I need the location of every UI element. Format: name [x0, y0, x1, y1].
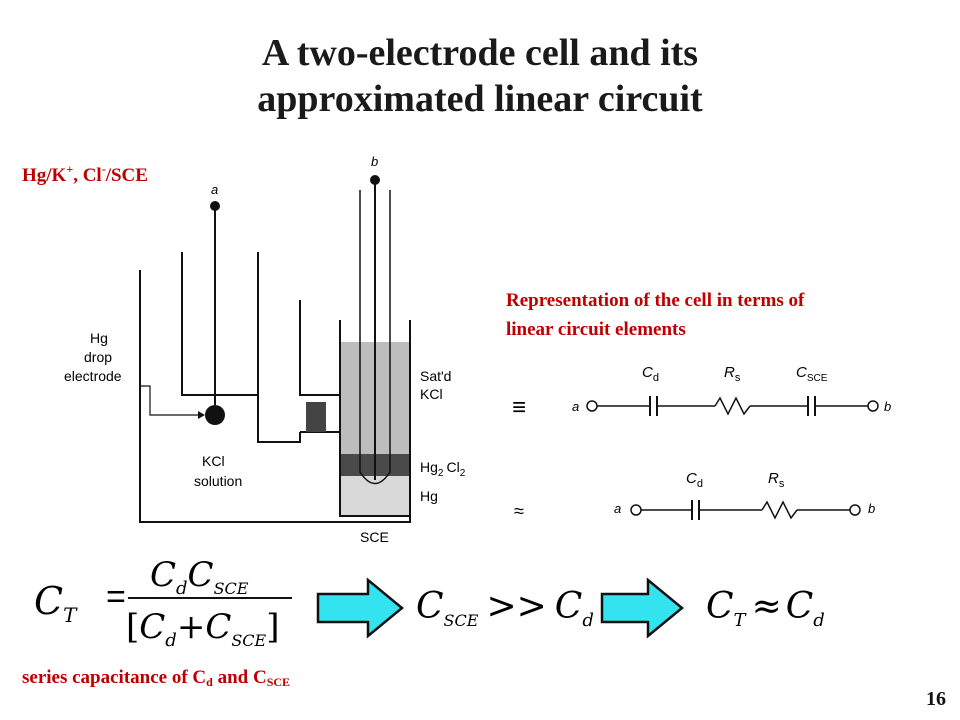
electrode-b-label: b	[371, 154, 378, 169]
drop-label: drop	[84, 349, 112, 365]
arrow-1	[316, 577, 404, 639]
arrow-2	[600, 577, 684, 639]
eq1-denominator: [Cd+CSCE]	[126, 607, 279, 651]
eq1-ct: CT	[34, 579, 78, 627]
series-label-sub-d: d	[206, 675, 213, 689]
series-label-mid: and C	[212, 667, 267, 688]
pointer-arrowhead	[198, 411, 205, 419]
circuit1-node-b	[867, 400, 879, 412]
kcl-label: KCl	[420, 386, 443, 402]
satd-label: Sat'd	[420, 368, 451, 384]
two-electrode-cell-diagram: a b Hg drop electrode KCl solution Sat'd…	[64, 154, 466, 545]
frit	[306, 402, 326, 432]
cell-notation-sup1: +	[66, 162, 74, 176]
terminal-b	[370, 175, 380, 185]
page-number: 16	[926, 688, 946, 710]
electrode-label: electrode	[64, 368, 122, 384]
representation-label: Representation of the cell in terms of l…	[506, 286, 946, 344]
cell-notation-part3: /SCE	[105, 165, 148, 186]
circuit2-node-a	[630, 504, 642, 516]
circuit2-node-b-label: b	[868, 501, 875, 516]
sce-mercury-layer	[340, 476, 410, 516]
title-line-1: A two-electrode cell and its	[261, 32, 699, 74]
circuit1-rs-label: Rs	[724, 364, 741, 384]
representation-line-2: linear circuit elements	[506, 319, 686, 340]
hg-drop	[205, 405, 225, 425]
circuit1-node-a	[586, 400, 598, 412]
title-line-2: approximated linear circuit	[257, 78, 703, 120]
sce-label: SCE	[360, 529, 389, 545]
representation-line-1: Representation of the cell in terms of	[506, 290, 805, 311]
equivalent-symbol: ≡	[512, 394, 526, 421]
circuit2-resistor	[761, 500, 798, 520]
cell-notation-part1: Hg/K	[22, 165, 67, 186]
terminal-a	[210, 201, 220, 211]
circuit1-node-a-label: a	[572, 399, 579, 414]
circuit2-rs-label: Rs	[768, 470, 785, 490]
circuit1-cd-label: Cd	[642, 364, 659, 384]
capacitance-equations: CT = CdCSCE [Cd+CSCE] CSCE>>Cd CT≈Cd	[34, 555, 825, 651]
circuit1-csce-label: CSCE	[796, 364, 828, 384]
salt-bridge-wall	[257, 300, 340, 443]
eq3: CT≈Cd	[706, 586, 825, 631]
circuit1-resistor	[714, 396, 751, 416]
eq1-equals: =	[106, 578, 126, 616]
series-label-sub-sce: SCE	[266, 675, 291, 689]
slide-title: A two-electrode cell and its approximate…	[0, 30, 960, 122]
series-capacitance-label: series capacitance of Cd and CSCE	[22, 667, 290, 690]
kcl-solution-label-2: solution	[194, 473, 242, 489]
electrode-a-label: a	[211, 182, 218, 197]
mercury-label: Hg	[420, 488, 438, 504]
circuit2-cd-label: Cd	[686, 470, 703, 490]
cell-notation-part2: , Cl	[73, 165, 102, 186]
eq2: CSCE>>Cd	[416, 586, 594, 631]
sce-compartment	[339, 320, 411, 517]
circuit1-node-b-label: b	[884, 399, 891, 414]
series-label-prefix: series capacitance of C	[22, 667, 207, 688]
approximately-symbol: ≈	[514, 501, 524, 521]
circuit2-node-a-label: a	[614, 501, 621, 516]
linear-circuit-diagrams: ≡ a b Cd Rs CSCE ≈ a b Cd Rs	[512, 364, 891, 521]
eq1-numerator: CdCSCE	[150, 555, 249, 599]
cell-notation-label: Hg/K+, Cl-/SCE	[22, 162, 148, 187]
hg-drop-compartment	[181, 252, 259, 396]
kcl-solution-label-1: KCl	[202, 453, 225, 469]
circuit2-node-b	[849, 504, 861, 516]
hg-label: Hg	[90, 330, 108, 346]
cell-notation-sup2: -	[101, 162, 106, 176]
sce-inner-tube	[359, 190, 391, 485]
pointer-arrow	[140, 385, 198, 416]
